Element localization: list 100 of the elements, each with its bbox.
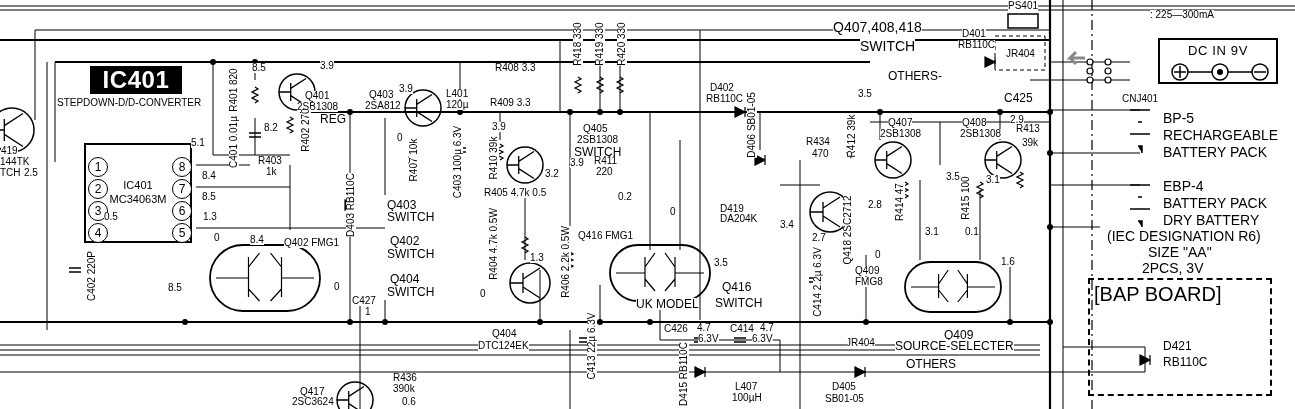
voltage-value: 0 bbox=[397, 133, 403, 143]
component-label: C403 100µ 6.3V bbox=[453, 125, 463, 199]
voltage-value: 1.3 bbox=[203, 212, 217, 222]
voltage-value: 8.5 bbox=[202, 192, 216, 202]
voltage-value: 2.9 bbox=[1010, 115, 1024, 125]
pin-number: 6 bbox=[178, 205, 186, 217]
component-label: 144TK bbox=[0, 157, 30, 167]
voltage-value: 8.5 bbox=[168, 283, 182, 293]
component-label: Q409 bbox=[855, 266, 880, 276]
component-label: R401 820 bbox=[229, 68, 239, 112]
component-label: RB110C bbox=[958, 40, 996, 50]
component-label: D405 bbox=[832, 382, 856, 392]
voltage-value: 2.8 bbox=[868, 200, 882, 210]
component-label: SWITCH bbox=[387, 248, 435, 260]
component-label: SWITCH bbox=[860, 39, 916, 53]
voltage-value: 3.5 bbox=[946, 172, 960, 182]
voltage-value: 0 bbox=[214, 233, 220, 243]
component-label: REG bbox=[320, 113, 346, 125]
component-label: Q404 bbox=[492, 329, 517, 339]
component-label: R405 4.7k 0.5 bbox=[484, 188, 547, 198]
note-text: DRY BATTERY bbox=[1163, 213, 1260, 227]
voltage-value: 8.5 bbox=[252, 63, 266, 73]
component-label: SWITCH bbox=[387, 211, 435, 223]
voltage-value: 0 bbox=[334, 282, 340, 292]
component-label: 100µH bbox=[732, 393, 762, 403]
component-label: D401 bbox=[962, 29, 986, 39]
component-label: R409 3.3 bbox=[490, 98, 531, 108]
note-text: (IEC DESIGNATION R6) bbox=[1107, 229, 1261, 243]
component-label: R411 bbox=[594, 156, 618, 166]
component-label: C426 bbox=[664, 324, 688, 334]
voltage-value: 8.4 bbox=[250, 235, 264, 245]
note-text: BATTERY PACK bbox=[1163, 196, 1267, 210]
voltage-value: 0 bbox=[670, 207, 676, 217]
component-label: C401 0.01µ bbox=[229, 116, 239, 168]
note-text: OTHERS- bbox=[888, 70, 942, 82]
component-label: C413 22µ 6.3V bbox=[587, 312, 597, 380]
component-label: C414 bbox=[730, 324, 754, 334]
component-label: R412 39k bbox=[847, 114, 857, 158]
pin-number: 7 bbox=[178, 183, 186, 195]
ic-chip-outline bbox=[84, 143, 192, 243]
component-label: 2SB1308 bbox=[960, 129, 1002, 139]
component-label: R436 bbox=[393, 373, 417, 383]
component-label: D402 bbox=[710, 83, 734, 93]
component-label: R404 4.7k 0.5W bbox=[489, 208, 499, 280]
voltage-value: 0.2 bbox=[618, 192, 632, 202]
component-label: R410 39k bbox=[489, 136, 499, 180]
voltage-value: 3.9 bbox=[570, 158, 584, 168]
component-label: Q417 bbox=[300, 387, 325, 397]
component-label: Q418 2SC2712 bbox=[843, 195, 853, 265]
component-label: C402 220P bbox=[87, 251, 97, 301]
voltage-value: 0.6 bbox=[402, 397, 416, 407]
voltage-value: 3.9 bbox=[320, 61, 334, 71]
component-label: IC401 MC34063M bbox=[108, 179, 168, 207]
component-label: Q407 bbox=[888, 118, 913, 128]
component-label: 2SA812 bbox=[365, 101, 401, 111]
voltage-value: 2.7 bbox=[812, 233, 826, 243]
component-label: R408 3.3 bbox=[495, 63, 536, 73]
note-text: UK MODEL bbox=[636, 298, 699, 310]
component-label: 39k bbox=[1022, 138, 1039, 148]
component-label: Q416 FMG1 bbox=[578, 231, 634, 241]
component-label: C427 bbox=[352, 296, 376, 306]
component-label: SOURCE-SELECTER bbox=[895, 340, 1014, 352]
component-label: Q402 FMG1 bbox=[284, 238, 340, 248]
component-label: Q403 bbox=[387, 199, 417, 211]
component-label: C414 2.2µ 6.3V bbox=[813, 247, 823, 317]
note-text: EBP-4 bbox=[1163, 179, 1204, 193]
component-label: 2SC3624 bbox=[292, 397, 334, 407]
voltage-value: 8.2 bbox=[264, 123, 278, 133]
component-label: Q408 bbox=[962, 118, 987, 128]
component-label: CNJ401 bbox=[1122, 94, 1159, 104]
note-text: RECHARGEABLE bbox=[1163, 128, 1279, 142]
note-text: STEPDOWN-D/D-CONVERTER bbox=[57, 98, 202, 108]
component-label: FMG8 bbox=[855, 277, 883, 287]
component-label: RB110C bbox=[706, 94, 744, 104]
note-text: BATTERY PACK bbox=[1163, 145, 1267, 159]
voltage-value: 3.9 bbox=[492, 122, 506, 132]
pin-number: 3 bbox=[94, 205, 102, 217]
pin-number: 5 bbox=[178, 227, 186, 239]
component-label: L401 bbox=[446, 89, 469, 99]
voltage-value: 3.1 bbox=[986, 175, 1000, 185]
ic-label-box bbox=[90, 66, 182, 94]
voltage-value: 5.1 bbox=[191, 138, 205, 148]
voltage-value: 1.6 bbox=[1001, 257, 1015, 267]
component-label: Q401 bbox=[305, 91, 330, 101]
component-label: SWITCH bbox=[387, 286, 435, 298]
note-text: OTHERS bbox=[906, 358, 956, 370]
pin-number: 4 bbox=[94, 227, 102, 239]
component-label: 1k bbox=[266, 167, 277, 177]
component-label: Q405 bbox=[583, 124, 608, 134]
component-label: 2SB1308 bbox=[577, 135, 619, 145]
component-label: D403 RB110C bbox=[346, 173, 356, 237]
voltage-value: 3.9 bbox=[399, 84, 413, 94]
component-label: PS401 bbox=[1008, 1, 1039, 11]
component-label: TCH bbox=[0, 168, 21, 178]
component-label: Q416 bbox=[722, 281, 752, 293]
voltage-value: 0 bbox=[480, 289, 486, 299]
component-label: R413 bbox=[1016, 124, 1040, 134]
pin-number: 8 bbox=[178, 161, 186, 173]
component-label: Q407,408,418 bbox=[833, 20, 922, 34]
component-label: RB110C bbox=[1163, 356, 1208, 368]
